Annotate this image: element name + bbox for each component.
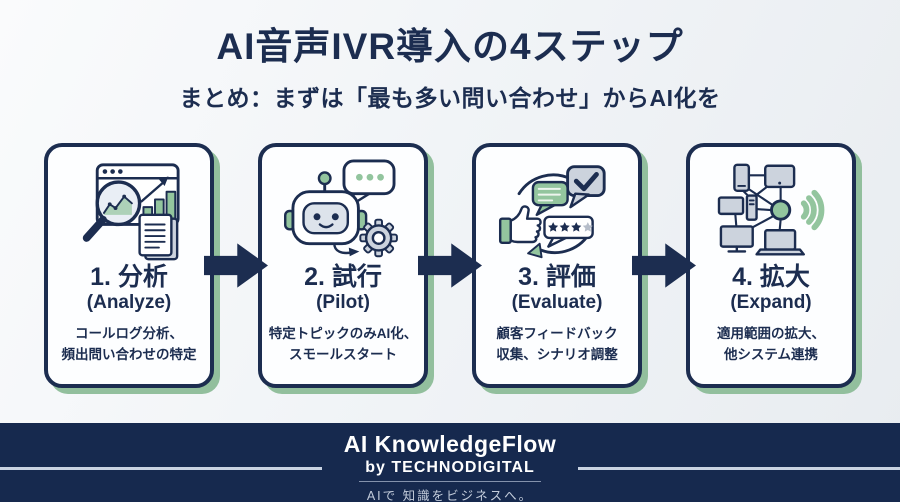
step-description: 適用範囲の拡大、 他システム連携 [717, 326, 825, 362]
step-description: 特定トピックのみAI化、 スモールスタート [268, 326, 418, 362]
step-title: 3. 評価 [518, 263, 596, 291]
step-card-evaluate: 3. 評価 (Evaluate) 顧客フィードバック 収集、シナリオ調整 [472, 143, 642, 388]
step-subtitle-en: (Expand) [730, 292, 812, 314]
step-title: 1. 分析 [90, 263, 168, 291]
brand-tagline: AIで 知識をビジネスへ。 [366, 489, 534, 502]
footer: AI KnowledgeFlow by TECHNODIGITAL AIで 知識… [0, 423, 900, 502]
brand-byline: by TECHNODIGITAL [365, 459, 535, 476]
network-devices-wifi-icon [717, 163, 825, 256]
step-card-analyze: 1. 分析 (Analyze) コールログ分析、 頻出問い合わせの特定 [44, 143, 214, 388]
step-subtitle-en: (Evaluate) [511, 292, 603, 314]
step-description: 顧客フィードバック 収集、シナリオ調整 [496, 326, 618, 362]
footer-divider-right [578, 467, 900, 470]
step-description: コールログ分析、 頻出問い合わせの特定 [61, 326, 197, 362]
page-subtitle: まとめ：まずは「最も多い問い合わせ」からAI化を [179, 85, 721, 111]
step-card-expand: 4. 拡大 (Expand) 適用範囲の拡大、 他システム連携 [686, 143, 856, 388]
step-subtitle-en: (Pilot) [316, 292, 370, 314]
step-title: 2. 試行 [304, 263, 382, 291]
chart-magnifier-documents-icon [82, 163, 180, 261]
feedback-thumbsup-rating-icon [498, 165, 606, 259]
header: AI音声IVR導入の4ステップ まとめ：まずは「最も多い問い合わせ」からAI化を [0, 16, 900, 113]
steps-row: 1. 分析 (Analyze) コールログ分析、 頻出問い合わせの特定 [44, 141, 856, 390]
step-subtitle-en: (Analyze) [86, 292, 172, 314]
step-title: 4. 拡大 [732, 263, 810, 291]
page-title: AI音声IVR導入の4ステップ [216, 26, 684, 67]
footer-divider-left [0, 467, 322, 470]
robot-chat-gear-icon [284, 159, 398, 258]
brand-underline [359, 481, 541, 482]
footer-brand-block: AI KnowledgeFlow by TECHNODIGITAL AIで 知識… [0, 431, 900, 502]
step-card-pilot: 2. 試行 (Pilot) 特定トピックのみAI化、 スモールスタート [258, 143, 428, 388]
brand-title: AI KnowledgeFlow [343, 431, 557, 457]
